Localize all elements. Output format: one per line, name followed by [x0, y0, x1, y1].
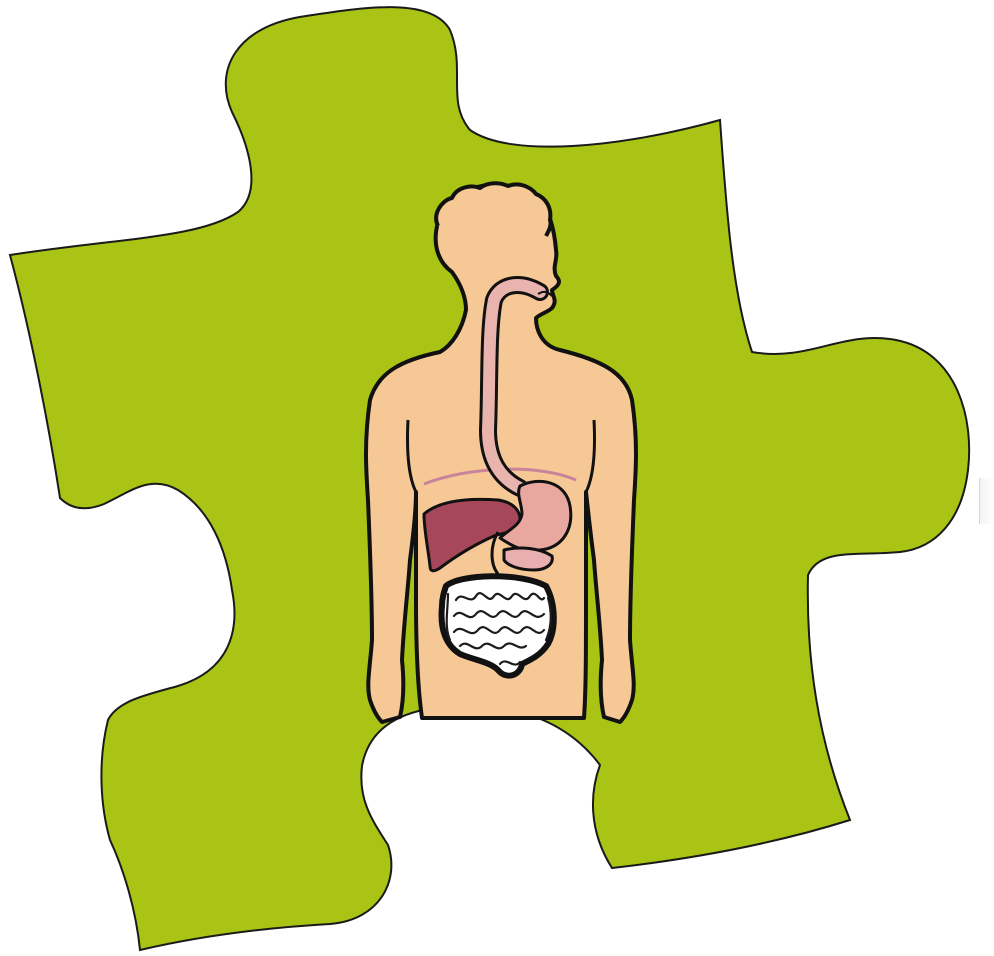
page-edge-fragment — [979, 478, 994, 524]
pancreas — [504, 548, 552, 570]
